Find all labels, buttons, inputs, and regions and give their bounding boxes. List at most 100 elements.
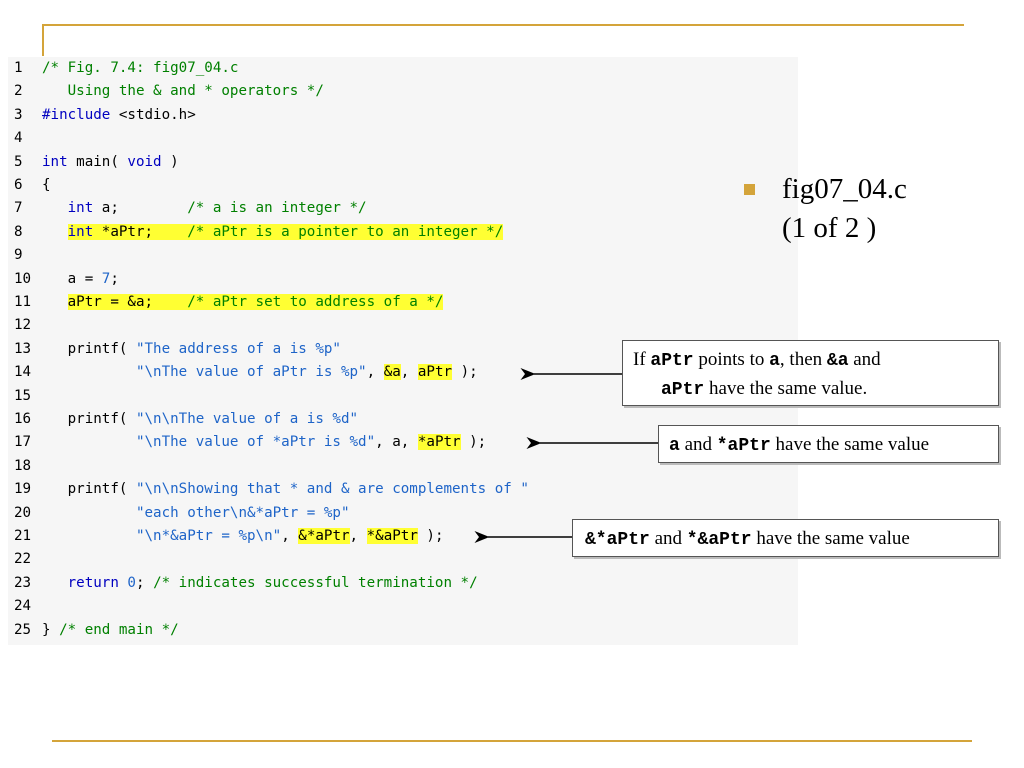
code-token: <stdio.h> xyxy=(110,106,196,123)
line-number: 23 xyxy=(14,574,32,591)
code-token: *aPtr; xyxy=(93,223,188,240)
code-token: void xyxy=(127,153,162,170)
code-token: *&aPtr xyxy=(366,528,418,544)
callout-text: have the same value xyxy=(770,434,930,455)
callout-text: , then xyxy=(779,349,827,370)
callout-text: and xyxy=(649,528,687,549)
code-token: ; xyxy=(135,574,154,591)
code-token: ); xyxy=(417,528,444,544)
code-line: 2 Using the & and * operators */ xyxy=(8,80,324,103)
code-token: , xyxy=(366,364,384,381)
code-token: 0 xyxy=(127,574,136,591)
top-rule-tick xyxy=(42,24,44,56)
code-token: a = xyxy=(42,270,102,287)
code-line: 24 xyxy=(8,595,42,618)
code-line: 1 /* Fig. 7.4: fig07_04.c xyxy=(8,57,238,80)
callout-code: *&aPtr xyxy=(686,530,752,550)
code-token: { xyxy=(42,177,51,193)
code-token xyxy=(42,200,68,216)
code-line: 22 xyxy=(8,548,42,571)
code-line: 20 "each other\n&*aPtr = %p" xyxy=(8,502,350,525)
code-token: "\n\nThe value of a is %d" xyxy=(135,411,359,427)
callout-text: have the same value xyxy=(751,528,910,549)
code-line: 4 xyxy=(8,127,42,150)
line-number: 4 xyxy=(14,130,23,147)
line-number: 8 xyxy=(14,223,23,240)
code-token: , xyxy=(281,528,299,544)
callout-code: *aPtr xyxy=(716,436,771,456)
line-number: 12 xyxy=(14,317,32,334)
code-line: 6{ xyxy=(8,174,51,197)
code-token xyxy=(42,434,136,450)
bullet-square-icon xyxy=(744,184,755,195)
line-number: 3 xyxy=(14,106,23,123)
line-number: 16 xyxy=(14,411,32,427)
code-token: "each other\n&*aPtr = %p" xyxy=(135,504,350,521)
code-token: Using the & and * operators */ xyxy=(42,83,324,100)
code-token: ); xyxy=(460,434,487,451)
code-token: main( xyxy=(67,153,128,170)
line-number: 14 xyxy=(14,364,32,381)
callout-code: aPtr xyxy=(650,351,694,371)
code-line: 13 printf( "The address of a is %p" xyxy=(8,338,341,361)
code-token: /* aPtr set to address of a */ xyxy=(187,294,444,310)
callout-text: and xyxy=(848,349,881,370)
callout-text: points to xyxy=(693,349,770,370)
line-number: 21 xyxy=(14,528,32,544)
bullet-text: fig07_04.c (1 of 2 ) xyxy=(782,170,907,248)
line-number: 19 xyxy=(14,481,32,498)
code-line: 17 "\nThe value of *aPtr is %d", a, *aPt… xyxy=(8,431,486,454)
code-line: 14 "\nThe value of aPtr is %p", &a, aPtr… xyxy=(8,361,478,384)
code-line: 19 printf( "\n\nShowing that * and & are… xyxy=(8,478,529,501)
code-token: "\n*&aPtr = %p\n" xyxy=(135,528,282,544)
code-token: return xyxy=(67,574,119,591)
code-token: "The address of a is %p" xyxy=(135,340,341,357)
code-token xyxy=(42,575,68,591)
line-number: 24 xyxy=(14,598,32,615)
code-token: printf( xyxy=(42,340,136,357)
code-token: printf( xyxy=(42,411,136,427)
line-number: 15 xyxy=(14,387,32,404)
line-number: 6 xyxy=(14,177,23,193)
bullet-line-2: (1 of 2 ) xyxy=(782,212,877,244)
code-token: int xyxy=(67,223,94,240)
callout-code: a xyxy=(669,436,680,456)
code-line: 3 #include <stdio.h> xyxy=(8,104,196,127)
code-token: a; xyxy=(93,200,188,217)
code-line: 21 "\n*&aPtr = %p\n", &*aPtr, *&aPtr ); xyxy=(8,525,444,548)
line-number: 11 xyxy=(14,294,32,310)
line-number: 2 xyxy=(14,83,23,100)
code-token xyxy=(42,505,136,521)
code-line: 8 int *aPtr; /* aPtr is a pointer to an … xyxy=(8,221,504,244)
code-token: int xyxy=(67,200,94,217)
code-token: "\nThe value of aPtr is %p" xyxy=(135,364,367,381)
code-line: 11 aPtr = &a; /* aPtr set to address of … xyxy=(8,291,444,314)
code-token: ; xyxy=(110,270,119,287)
line-number: 20 xyxy=(14,504,32,521)
bottom-rule xyxy=(52,740,972,742)
code-line: 16 printf( "\n\nThe value of a is %d" xyxy=(8,408,358,431)
code-line: 7 int a; /* a is an integer */ xyxy=(8,197,367,220)
code-token xyxy=(42,294,68,310)
code-token xyxy=(42,528,136,544)
code-token: /* Fig. 7.4: fig07_04.c xyxy=(42,60,239,76)
code-token: "\nThe value of *aPtr is %d" xyxy=(135,434,376,451)
code-token: /* indicates successful termination */ xyxy=(153,574,478,591)
code-line: 25} /* end main */ xyxy=(8,619,179,642)
code-token: } xyxy=(42,621,60,638)
line-number: 9 xyxy=(14,247,23,264)
code-token: ) xyxy=(161,153,179,170)
code-token: #include xyxy=(42,106,111,123)
line-number: 13 xyxy=(14,340,32,357)
code-token: /* a is an integer */ xyxy=(187,200,367,217)
callout-text: have the same value. xyxy=(704,378,868,399)
callout-text: If xyxy=(633,349,651,370)
line-number: 1 xyxy=(14,60,23,76)
line-number: 25 xyxy=(14,621,32,638)
callout-code: aPtr xyxy=(661,380,705,400)
code-token: int xyxy=(42,153,68,170)
code-line: 18 xyxy=(8,455,42,478)
callout-deref-same: a and *aPtr have the same value xyxy=(658,425,999,463)
code-token: "\n\nShowing that * and & are complement… xyxy=(135,481,529,498)
